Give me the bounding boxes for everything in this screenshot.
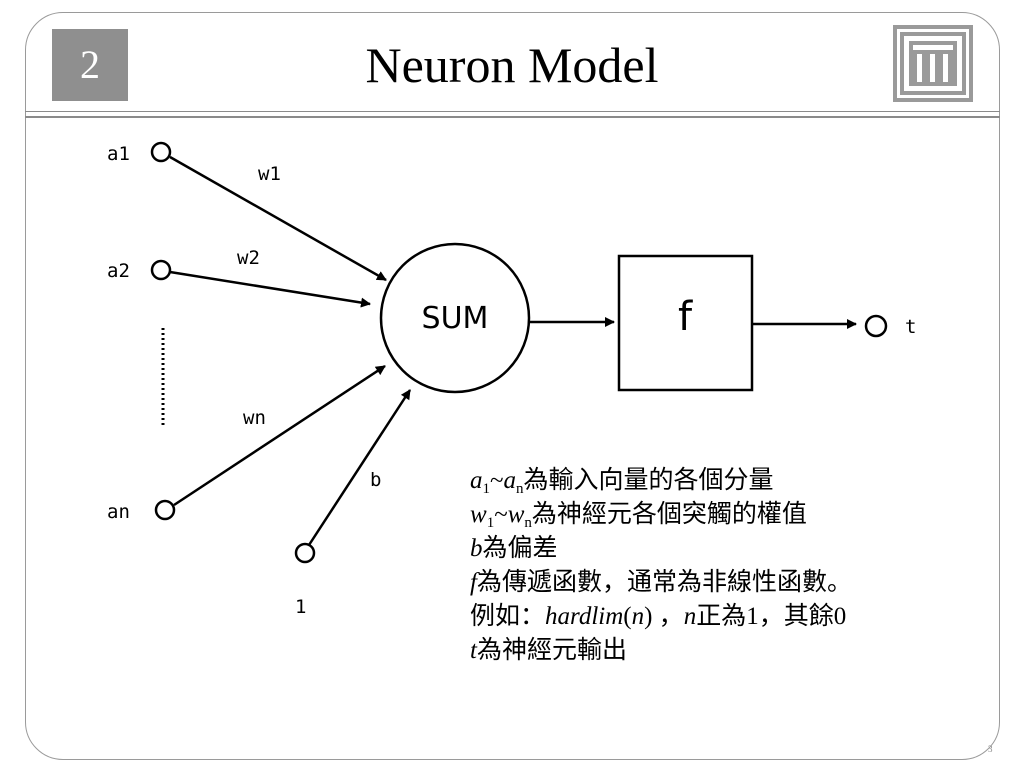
weight-label-wn: wn: [243, 407, 266, 429]
input-label-a1: a1: [107, 143, 130, 165]
institution-logo-icon: [893, 25, 973, 102]
description-block: a1~an為輸入向量的各個分量 w1~wn為神經元各個突觸的權值 b為偏差 f為…: [470, 464, 852, 668]
description-line-example: 例如：hardlim(n) ，n正為1，其餘0: [470, 603, 847, 630]
connection-w2: [169, 270, 371, 308]
input-node-an: [154, 499, 176, 521]
weight-label-bias: b: [370, 469, 381, 491]
slide-title: Neuron Model: [365, 37, 659, 93]
connection-bias: [307, 389, 412, 546]
description-line-transfer: f為傳遞函數，通常為非線性函數。: [470, 569, 852, 596]
slide-number-box: 2: [52, 29, 128, 101]
sum-node: [379, 242, 531, 394]
function-box: [617, 254, 754, 392]
connection-wn: [173, 364, 386, 507]
sum-label: SUM: [422, 301, 489, 336]
input-label-an: an: [107, 501, 130, 523]
weight-label-w1: w1: [258, 163, 281, 185]
input-node-a1: [150, 141, 172, 163]
description-line-bias: b為偏差: [470, 535, 558, 562]
slide-frame: [25, 12, 1000, 760]
title-rule-top: [25, 111, 1000, 112]
input-label-bias: 1: [295, 596, 306, 618]
input-node-a2: [150, 259, 172, 281]
description-line-inputs: a1~an為輸入向量的各個分量: [470, 467, 774, 497]
output-node: [864, 314, 888, 338]
function-label: f: [678, 294, 693, 340]
output-label: t: [905, 316, 916, 338]
description-line-output: t為神經元輸出: [470, 637, 627, 664]
input-node-bias: [294, 542, 316, 564]
weight-label-w2: w2: [237, 247, 260, 269]
title-rule-bottom: [25, 116, 1000, 118]
input-label-a2: a2: [107, 260, 130, 282]
page-number: 3: [988, 744, 993, 754]
connection-w1: [169, 155, 387, 282]
description-line-weights: w1~wn為神經元各個突觸的權值: [470, 501, 807, 531]
